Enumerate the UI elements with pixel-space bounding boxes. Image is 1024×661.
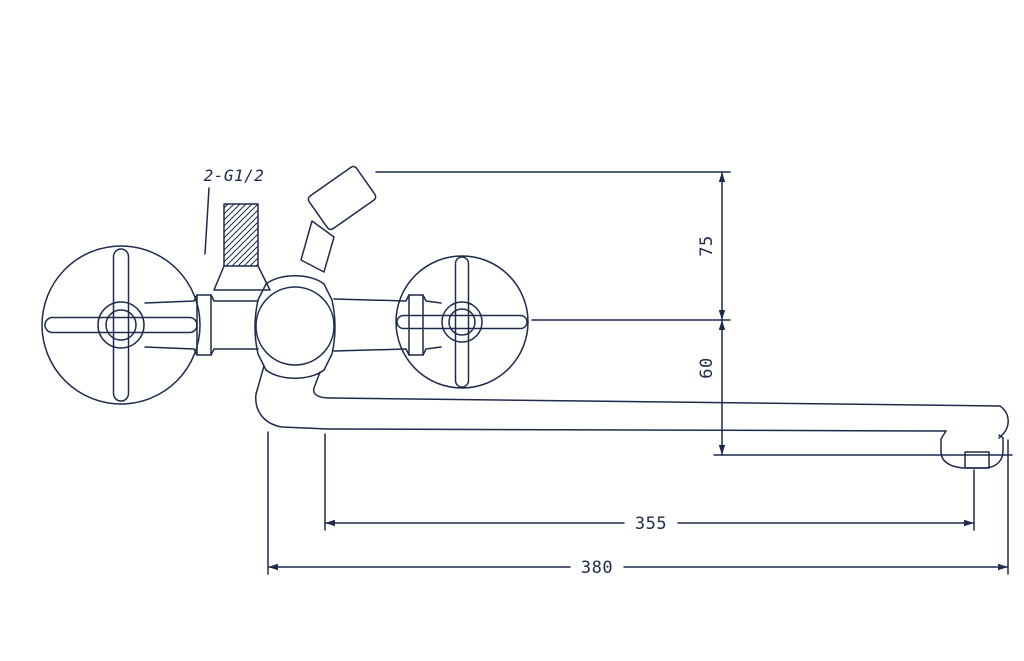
thread-size-label: 2-G1/2 [204, 166, 265, 185]
drawing-linework [41, 165, 1013, 575]
left-flange-circle [41, 245, 201, 405]
diverter-neck [300, 220, 335, 273]
dim-label-60: 60 [697, 357, 717, 378]
left-cross-handle-vertical [112, 248, 130, 402]
diverter-grip [307, 165, 377, 231]
left-hub-outer [97, 301, 145, 349]
body-cartridge-circle [255, 286, 335, 366]
extension-lines [267, 171, 1013, 575]
aerator-notch [964, 451, 990, 469]
left-arm-top-edge [144, 294, 259, 304]
aerator-cup [940, 430, 1004, 469]
body-outline [254, 275, 336, 379]
wall-connection-thread [204, 187, 271, 291]
right-cross-handle-horizontal [396, 314, 528, 330]
right-hub-outer [441, 301, 483, 343]
spout-tip [998, 405, 1009, 439]
dim-label-355: 355 [635, 514, 667, 534]
spout-elbow-inner [312, 371, 332, 399]
spout-elbow-outer [255, 365, 329, 430]
spout-bottom-edge [327, 428, 947, 432]
dimension-labels: 2-G1/2 75 60 355 380 [204, 166, 717, 578]
threaded-nipple [223, 203, 259, 267]
right-flange-circle [395, 255, 529, 389]
dim-label-380: 380 [581, 558, 613, 578]
right-hub-inner [448, 308, 476, 336]
left-hub-inner [105, 309, 137, 341]
dimension-lines [267, 171, 1009, 571]
mixer-body [144, 275, 442, 379]
right-cross-handle-vertical [454, 256, 470, 388]
left-handle-assembly [41, 245, 201, 405]
dim-label-75: 75 [697, 235, 717, 256]
spout-top-edge [330, 397, 1001, 407]
left-arm-bottom-edge [144, 346, 259, 356]
left-cross-handle-horizontal [44, 316, 198, 334]
thread-collar [213, 265, 271, 291]
right-arm-top-edge [333, 294, 442, 304]
thread-leader-line [204, 187, 210, 255]
spout [255, 365, 1009, 469]
right-handle-assembly [395, 255, 529, 389]
right-arm-bottom-edge [333, 346, 442, 356]
diverter-knob [300, 165, 377, 273]
